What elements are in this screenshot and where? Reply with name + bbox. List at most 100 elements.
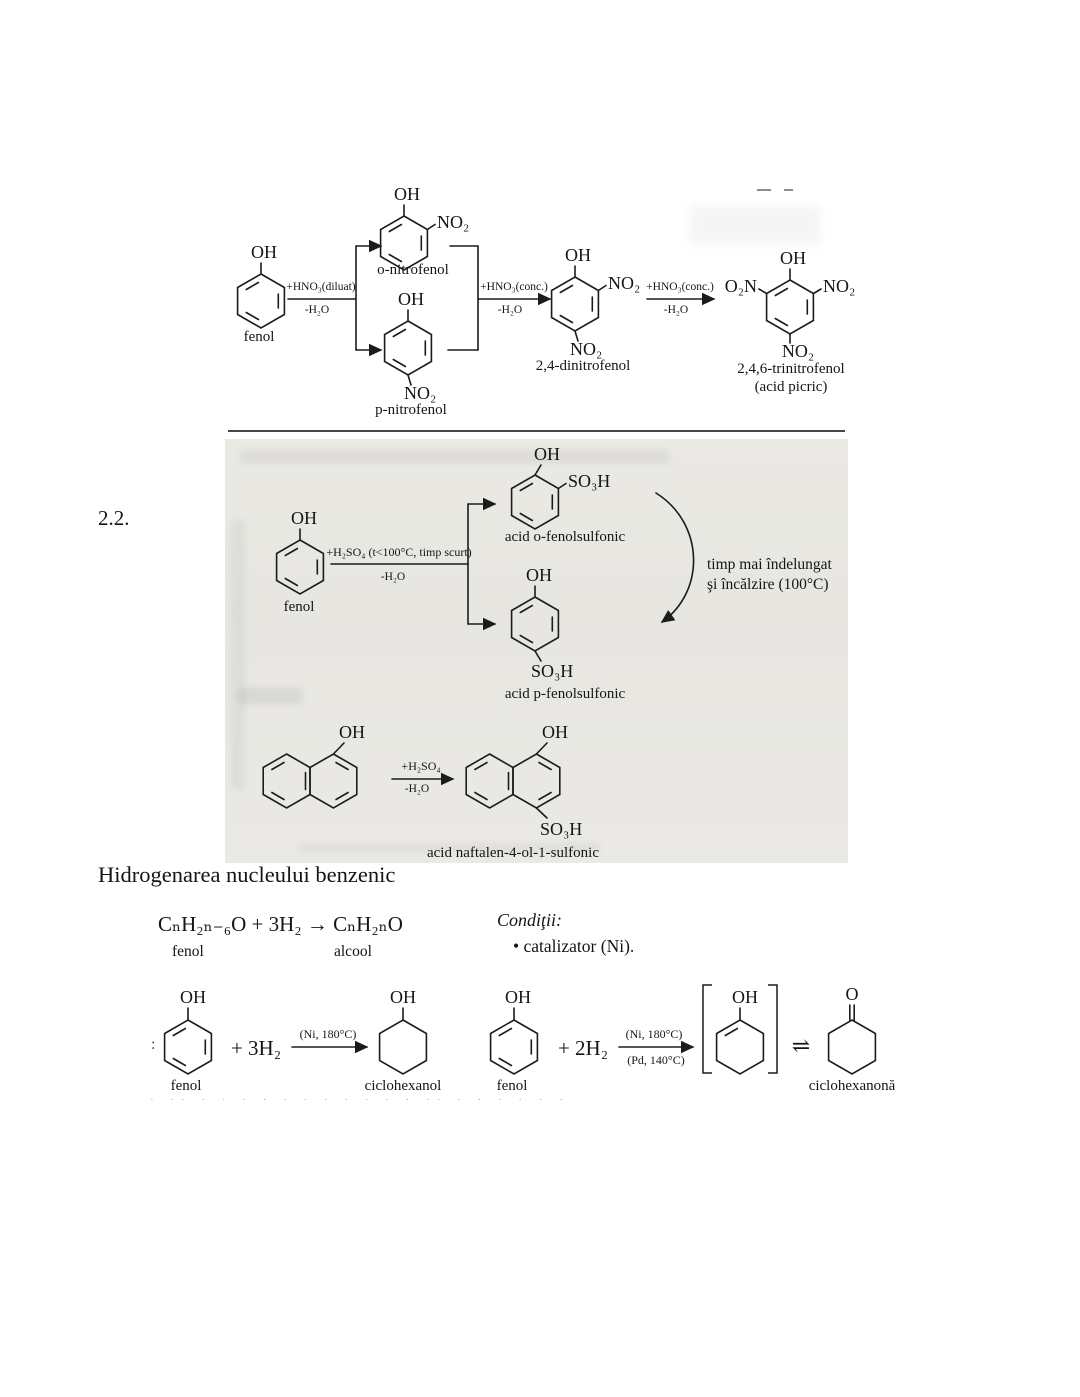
reaction-arrow-ni: (Ni, 180°C) <box>291 1027 369 1054</box>
oh-label: OH <box>394 184 420 204</box>
arrow-reagent: +HNO₃(conc.) <box>480 281 548 293</box>
arrow-reagent: +H₂SO₄ (t<100°C, timp scurt) <box>326 545 471 559</box>
acid-p-fenolsulfonic-structure: OH SO₃H acid p-fenolsulfonic <box>505 565 626 702</box>
oh-label: OH <box>565 245 591 265</box>
structure-subcaption: (acid picric) <box>755 379 828 395</box>
arrow-byproduct: -H₂O <box>498 304 522 316</box>
fenol-structure: OH fenol <box>489 987 539 1094</box>
hydrogenation-scheme: OH fenol + 3H₂ (Ni, 180°C) OH ciclohexan… <box>163 984 896 1094</box>
hydrogenation-heading: Hidrogenarea nucleului benzenic <box>98 862 396 887</box>
general-equation: CₙH₂ₙ₋₆O + 3H₂ → CₙH₂ₙO <box>158 912 403 936</box>
condition-note: timp mai îndelungat <box>707 556 833 573</box>
reaction-arrow-diluted: +HNO₃(diluat) -H₂O <box>286 239 383 357</box>
no2-label: NO₂ <box>437 212 469 232</box>
arrow-byproduct: -H₂O <box>664 304 688 316</box>
arrow-byproduct: -H₂O <box>305 304 329 316</box>
nitration-scheme: OH fenol +HNO₃(diluat) -H₂O OH NO₂ o-nit… <box>236 184 856 418</box>
so3h-label: SO₃H <box>568 471 610 491</box>
structure-caption: fenol <box>497 1078 528 1094</box>
fenol-structure: OH fenol <box>236 242 286 345</box>
condition-note: şi încălzire (100°C) <box>707 576 829 593</box>
dinitrofenol-structure: OH NO₂ NO₂ 2,4-dinitrofenol <box>536 245 641 374</box>
acid-o-fenolsulfonic-structure: OH SO₃H acid o-fenolsulfonic <box>505 444 626 545</box>
reaction-arrow-ni-pd: (Ni, 180°C) (Pd, 140°C) <box>618 1027 695 1067</box>
arrow-reagent: +HNO₃(diluat) <box>286 281 355 293</box>
oh-label: OH <box>526 565 552 585</box>
trinitrofenol-structure: OH O₂N NO₂ NO₂ 2,4,6-trinitrofenol (acid… <box>725 248 856 395</box>
structure-caption: acid o-fenolsulfonic <box>505 529 626 545</box>
oh-label: OH <box>291 508 317 528</box>
oh-label: OH <box>398 289 424 309</box>
naftol-structure: OH <box>262 722 365 809</box>
left-bracket <box>702 984 712 1074</box>
scan-smudge <box>240 450 670 464</box>
structure-caption: acid naftalen-4-ol-1-sulfonic <box>427 845 599 861</box>
oh-label: OH <box>534 444 560 464</box>
no2-label: NO₂ <box>404 383 436 403</box>
structure-caption: ciclohexanonă <box>809 1078 896 1094</box>
naphthol-scheme: OH +H₂SO₄ -H₂O OH SO₃H acid naftalen-4-o… <box>262 722 599 861</box>
oh-label: OH <box>390 987 416 1007</box>
reaction-arrow-conc-1: +HNO₃(conc.) -H₂O <box>447 245 552 351</box>
scan-smudge <box>238 688 302 704</box>
arrow-catalyst: (Pd, 140°C) <box>627 1053 684 1067</box>
section-number: 2.2. <box>98 506 130 530</box>
structure-caption: acid p-fenolsulfonic <box>505 686 626 702</box>
enol-intermediate-structure: OH <box>702 984 778 1075</box>
isomerization-curved-arrow: timp mai îndelungat şi încălzire (100°C) <box>655 492 833 623</box>
structure-caption: fenol <box>171 1078 202 1094</box>
scan-smudge <box>300 843 600 853</box>
oh-label: OH <box>542 722 568 742</box>
structure-caption: 2,4,6-trinitrofenol <box>737 361 844 377</box>
acid-naftalensulfonic-structure: OH SO₃H acid naftalen-4-ol-1-sulfonic <box>427 722 599 861</box>
no2-label: NO₂ <box>608 273 640 293</box>
structure-caption: o-nitrofenol <box>377 262 449 278</box>
so3h-label: SO₃H <box>531 661 573 681</box>
arrow-catalyst: (Ni, 180°C) <box>300 1027 357 1041</box>
reaction-arrow-conc-2: +HNO₃(conc.) -H₂O <box>646 281 716 316</box>
fenol-structure: OH fenol <box>275 508 325 615</box>
so3h-label: SO₃H <box>540 819 582 839</box>
scan-smudge <box>690 205 820 245</box>
structure-caption: 2,4-dinitrofenol <box>536 358 631 374</box>
equation-label-alcool: alcool <box>334 943 372 960</box>
arrow-reagent: +H₂SO₄ <box>401 759 440 773</box>
arrow-catalyst: (Ni, 180°C) <box>626 1027 683 1041</box>
oh-label: OH <box>180 987 206 1007</box>
ciclohexanol-structure: OH ciclohexanol <box>365 987 442 1094</box>
conditions-item: • catalizator (Ni). <box>513 936 635 956</box>
structure-caption: fenol <box>244 329 275 345</box>
reaction-arrow-naphthol: +H₂SO₄ -H₂O <box>391 759 455 795</box>
fenol-structure: OH fenol <box>163 987 213 1094</box>
p-nitrofenol-structure: OH NO₂ p-nitrofenol <box>375 289 447 418</box>
arrow-byproduct: -H₂O <box>405 783 429 795</box>
arrow-byproduct: -H₂O <box>381 571 405 583</box>
plus-hydrogen-term: + 2H₂ <box>558 1036 608 1060</box>
oh-label: OH <box>732 987 758 1007</box>
no2-label: NO₂ <box>570 339 602 359</box>
arrow-reagent: +HNO₃(conc.) <box>646 281 714 293</box>
sulfonation-scheme: OH fenol +H₂SO₄ (t<100°C, timp scurt) -H… <box>275 444 833 702</box>
equation-label-fenol: fenol <box>172 943 204 960</box>
carbonyl-o-label: O <box>846 984 859 1004</box>
structure-caption: fenol <box>284 599 315 615</box>
oh-label: OH <box>251 242 277 262</box>
ciclohexanona-structure: O ciclohexanonă <box>809 984 896 1094</box>
no2-label: NO₂ <box>782 341 814 361</box>
cropped-text-artifact: · ·· · · · · · · · · · · · ·· · · · · · … <box>150 1094 570 1106</box>
scan-smudge <box>231 520 245 790</box>
reaction-arrow-h2so4: +H₂SO₄ (t<100°C, timp scurt) -H₂O <box>326 497 497 631</box>
colon-artifact: : <box>151 1036 156 1053</box>
conditions-title: Condiţii: <box>497 910 563 930</box>
structure-caption: p-nitrofenol <box>375 402 447 418</box>
oh-label: OH <box>780 248 806 268</box>
o2n-label: O₂N <box>725 276 757 296</box>
equilibrium-arrow: ⇌ <box>792 1033 810 1058</box>
structure-caption: ciclohexanol <box>365 1078 442 1094</box>
right-bracket <box>768 984 778 1074</box>
no2-label: NO₂ <box>823 276 855 296</box>
oh-label: OH <box>339 722 365 742</box>
o-nitrofenol-structure: OH NO₂ o-nitrofenol <box>377 184 469 278</box>
